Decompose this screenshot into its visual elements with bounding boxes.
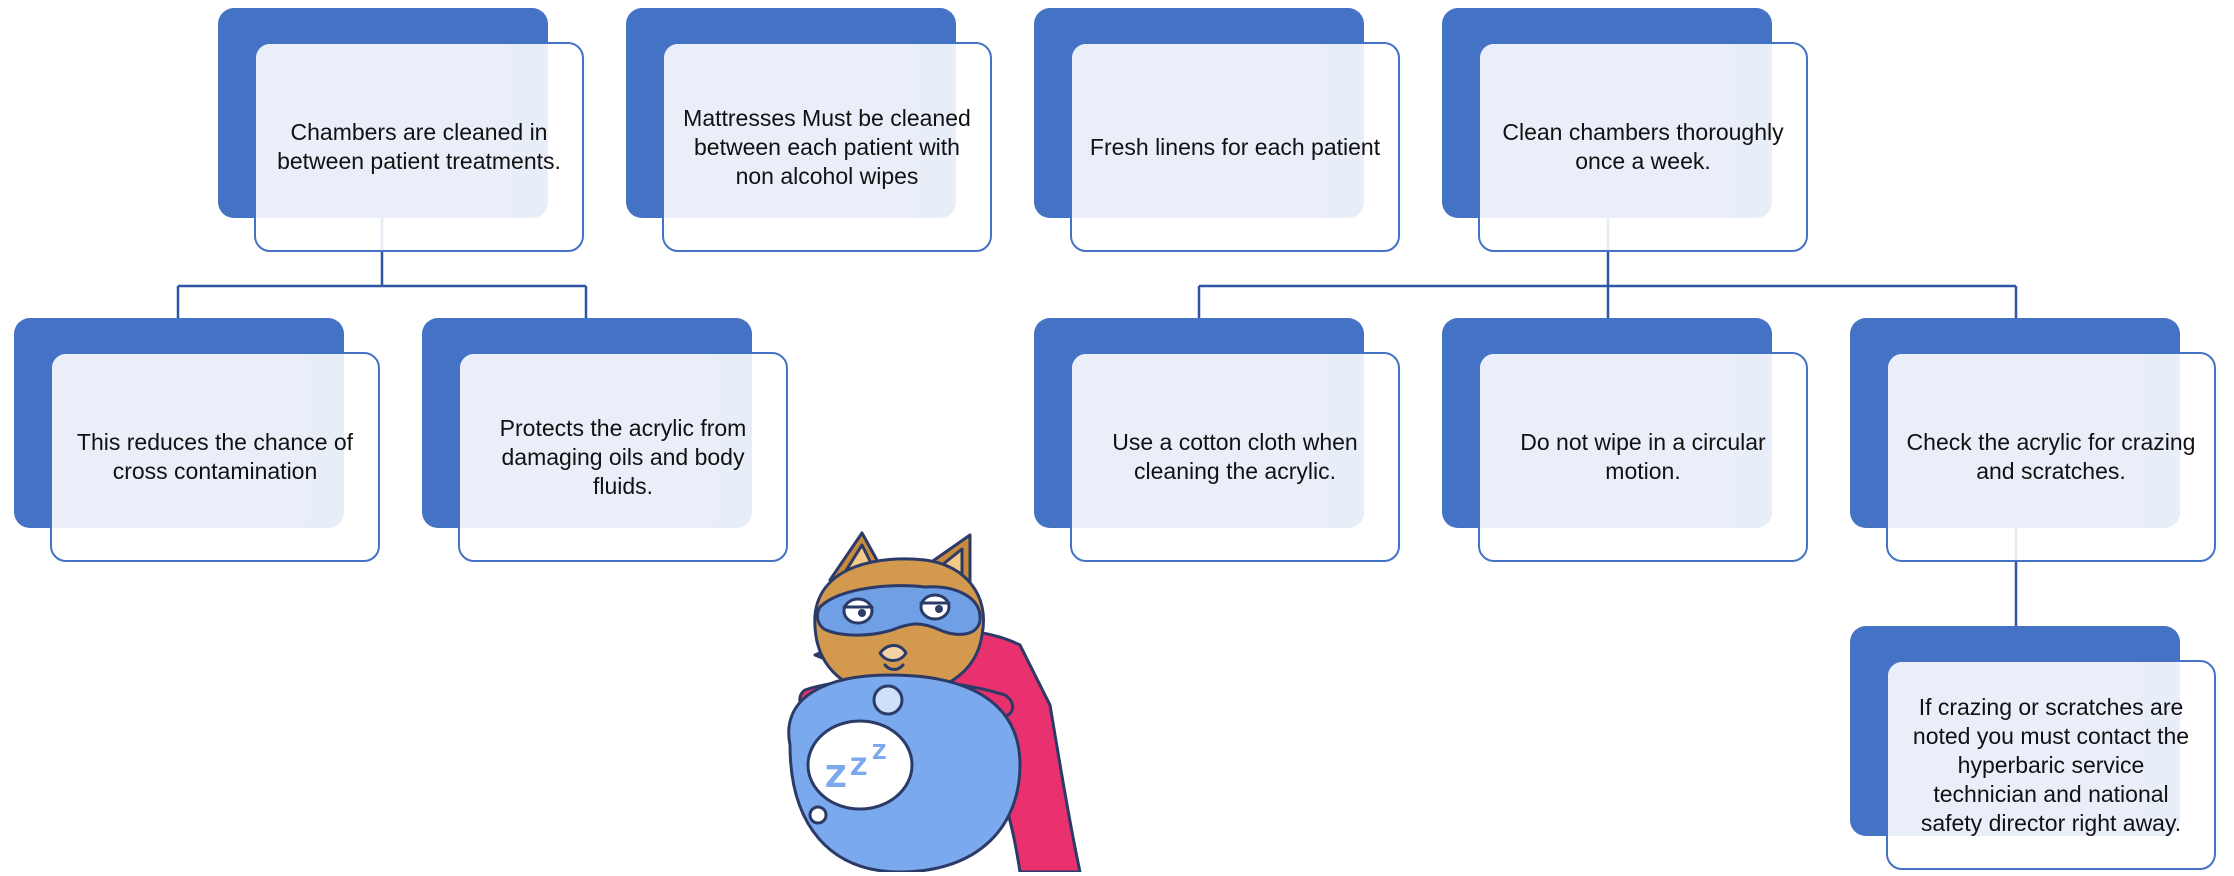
node-no-circular: Do not wipe in a circular motion. <box>1442 318 1812 568</box>
node-clean-weekly: Clean chambers thoroughly once a week. <box>1442 8 1812 258</box>
node-text: If crazing or scratches are noted you mu… <box>1912 693 2190 836</box>
svg-text:Z: Z <box>825 760 847 795</box>
node-text: Protects the acrylic from damaging oils … <box>499 414 747 499</box>
node-cotton-cloth: Use a cotton cloth when cleaning the acr… <box>1034 318 1404 568</box>
node-text: Check the acrylic for crazing and scratc… <box>1906 429 2196 484</box>
node-protects-acrylic: Protects the acrylic from damaging oils … <box>422 318 792 568</box>
node-text: Clean chambers thoroughly once a week. <box>1502 119 1784 174</box>
sleepy-cat-illustration: Z Z Z <box>787 531 1082 872</box>
node-cross-contamination: This reduces the chance of cross contami… <box>14 318 384 568</box>
node-text: This reduces the chance of cross contami… <box>76 429 354 484</box>
node-fresh-linens: Fresh linens for each patient <box>1034 8 1404 258</box>
node-chambers-cleaned: Chambers are cleaned in between patient … <box>218 8 588 258</box>
node-contact-technician: If crazing or scratches are noted you mu… <box>1850 626 2220 876</box>
node-text: Chambers are cleaned in between patient … <box>277 119 561 174</box>
node-mattresses: Mattresses Must be cleaned between each … <box>626 8 996 258</box>
svg-text:Z: Z <box>872 740 887 764</box>
node-text: Fresh linens for each patient <box>1089 133 1381 160</box>
svg-text:Z: Z <box>850 753 867 781</box>
node-text: Do not wipe in a circular motion. <box>1520 429 1766 484</box>
node-check-crazing: Check the acrylic for crazing and scratc… <box>1850 318 2220 568</box>
node-text: Use a cotton cloth when cleaning the acr… <box>1112 429 1358 484</box>
node-text: Mattresses Must be cleaned between each … <box>683 104 971 189</box>
